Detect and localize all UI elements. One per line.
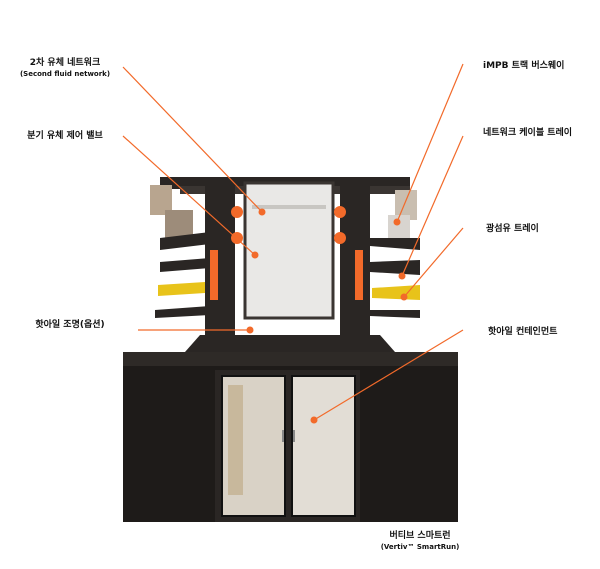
- callout-fiber-tray: 광섬유 트레이: [486, 224, 539, 234]
- callout-hot-aisle-lighting: 핫아일 조명(옵션): [35, 320, 105, 330]
- callout-branch-valve: 분기 유체 제어 밸브: [27, 131, 103, 141]
- callout-hot-aisle-containment: 핫아일 컨테인먼트: [488, 327, 558, 337]
- left-trays: [150, 185, 218, 318]
- callout-impb-busway: iMPB 트랙 버스웨이: [483, 61, 565, 71]
- product-name-english: (Vertiv™ SmartRun): [380, 543, 460, 551]
- product-name-korean: 버티브 스마트런: [389, 531, 451, 541]
- callout-network-cable-tray: 네트워크 케이블 트레이: [483, 128, 573, 138]
- right-trays: [231, 190, 420, 318]
- callout-second-fluid-network: 2차 유체 네트워크 (Second fluid network): [15, 57, 115, 79]
- hot-aisle-cabinet: [123, 352, 458, 522]
- callout-lines: [122, 63, 464, 424]
- product-name: 버티브 스마트런 (Vertiv™ SmartRun): [380, 530, 460, 552]
- callout-sublabel: (Second fluid network): [19, 70, 111, 78]
- callout-label: 2차 유체 네트워크: [29, 58, 101, 68]
- overhead-frame: [160, 177, 410, 352]
